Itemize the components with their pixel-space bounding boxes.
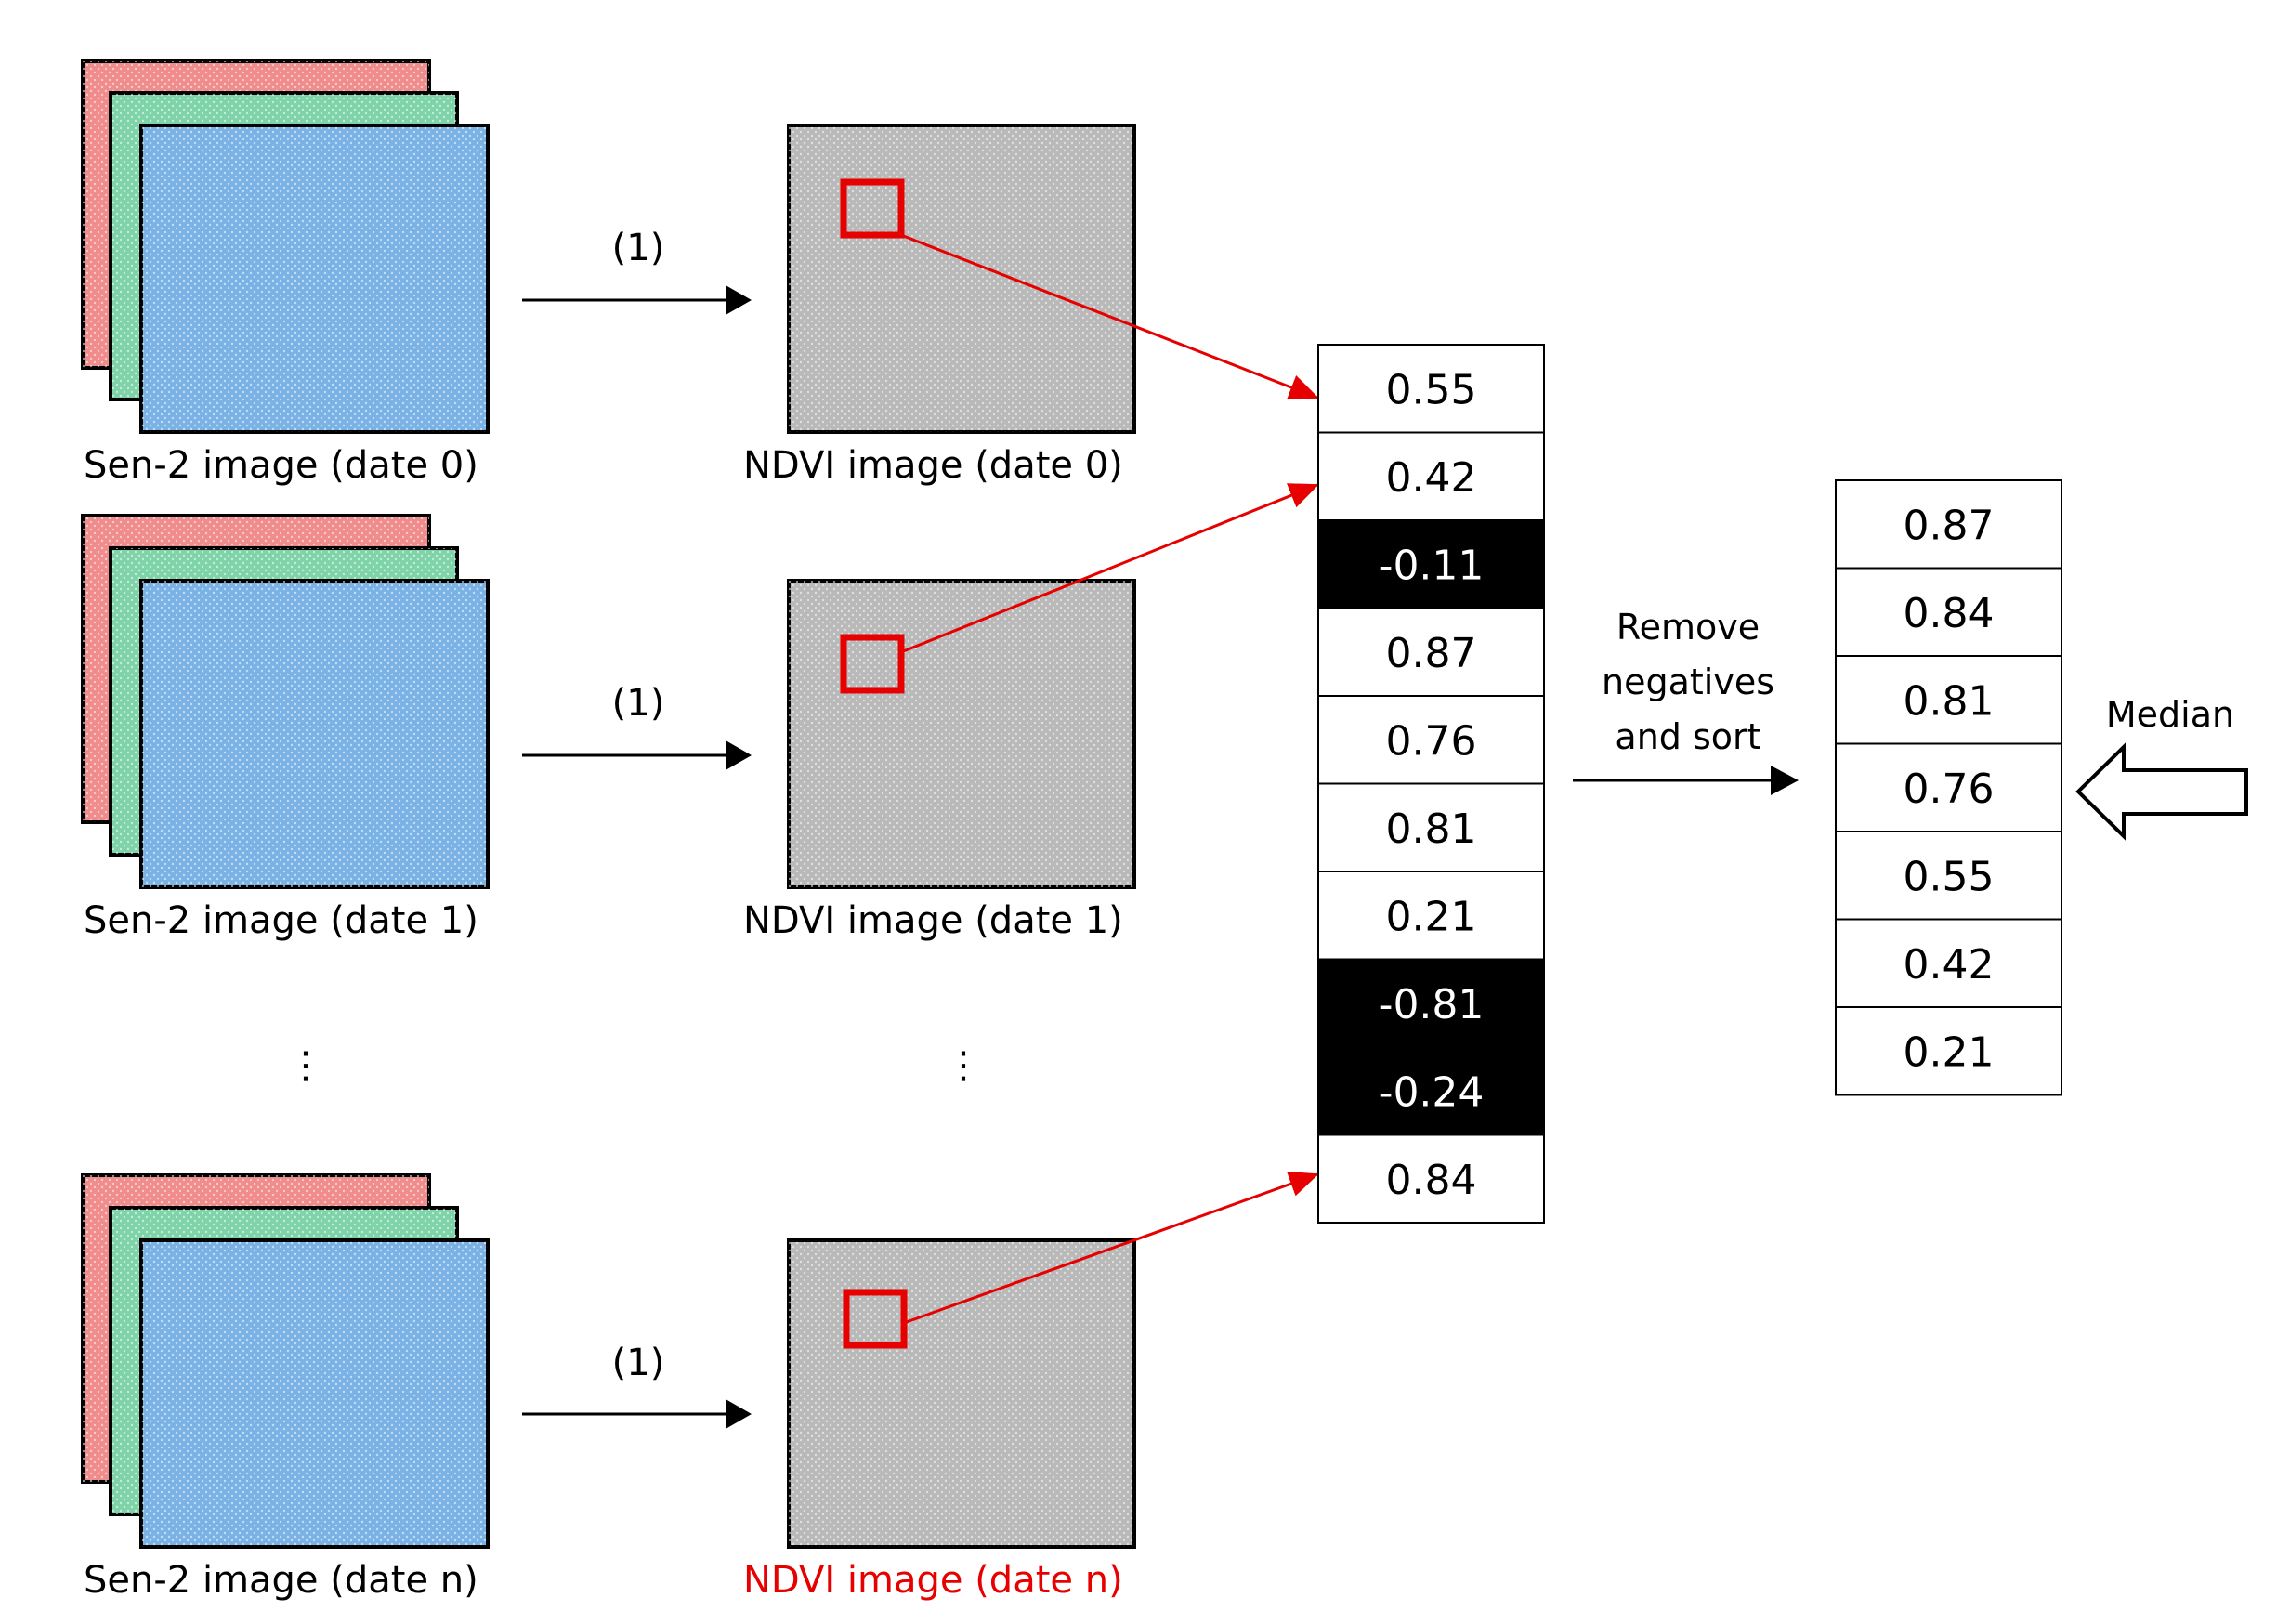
sorted-series-cell: 0.81 <box>1835 655 2062 745</box>
ellipsis-sen2: ⋮ <box>287 1044 324 1087</box>
pixel-arrow-date-n <box>903 1171 1319 1325</box>
pixel-series-cell: 0.87 <box>1317 607 1545 697</box>
pixel-series-value: 0.87 <box>1386 630 1477 677</box>
pixel-series-value: -0.81 <box>1379 981 1485 1028</box>
sorted-series-value: 0.42 <box>1904 941 1995 989</box>
sen2-label-date-n: Sen-2 image (date n) <box>84 1559 478 1602</box>
pixel-series-value: 0.81 <box>1386 805 1477 853</box>
median-label: Median <box>2106 694 2234 735</box>
process-arrow-date-n <box>522 1399 752 1429</box>
sorted-series-value: 0.55 <box>1904 853 1995 900</box>
sorted-series-value: 0.81 <box>1904 677 1995 725</box>
sorted-series-cell: 0.55 <box>1835 831 2062 921</box>
pixel-series-value: 0.84 <box>1386 1157 1477 1204</box>
sorted-series-cell: 0.87 <box>1835 479 2062 570</box>
sen2-label-date-1: Sen-2 image (date 1) <box>84 899 478 942</box>
sen2-stack-date-1 <box>81 514 490 889</box>
pixel-series-cell: -0.11 <box>1317 519 1545 609</box>
ellipsis-ndvi: ⋮ <box>945 1044 982 1087</box>
step-label-date-0: (1) <box>612 227 665 269</box>
pixel-series-cell: 0.81 <box>1317 782 1545 872</box>
transform-arrow <box>1573 766 1799 795</box>
ndvi-label-date-1: NDVI image (date 1) <box>743 899 1123 942</box>
pixel-highlight-date-n <box>843 1289 908 1349</box>
ndvi-image-date-n <box>787 1238 1136 1549</box>
sorted-series-cell: 0.76 <box>1835 742 2062 832</box>
sorted-series-cell: 0.42 <box>1835 918 2062 1008</box>
pixel-series-value: -0.11 <box>1379 542 1485 589</box>
median-arrow-icon <box>2075 742 2248 841</box>
pixel-value-column: 0.55 0.42 -0.11 0.87 0.76 0.81 0.21 -0.81 -0.24 0… <box>1317 344 1545 1224</box>
pixel-arrow-date-1 <box>900 483 1319 654</box>
pixel-series-cell: -0.81 <box>1317 958 1545 1048</box>
sorted-series-value: 0.76 <box>1904 766 1995 813</box>
sen2-stack-date-n <box>81 1173 490 1549</box>
process-arrow-date-1 <box>522 740 752 770</box>
pixel-series-value: -0.24 <box>1379 1068 1485 1116</box>
pixel-series-cell: -0.24 <box>1317 1046 1545 1136</box>
transform-label-line-2: negatives <box>1602 661 1774 702</box>
ndvi-image-date-1 <box>787 579 1136 889</box>
pixel-series-value: 0.76 <box>1386 717 1477 765</box>
sorted-series-cell: 0.21 <box>1835 1006 2062 1096</box>
pixel-series-value: 0.21 <box>1386 893 1477 940</box>
pixel-series-value: 0.55 <box>1386 366 1477 413</box>
ndvi-image-date-0 <box>787 124 1136 434</box>
pixel-series-cell: 0.42 <box>1317 431 1545 521</box>
transform-label-line-3: and sort <box>1615 716 1760 757</box>
pixel-series-cell: 0.76 <box>1317 695 1545 785</box>
pixel-series-cell: 0.55 <box>1317 344 1545 434</box>
sorted-series-value: 0.21 <box>1904 1028 1995 1076</box>
step-label-date-n: (1) <box>612 1342 665 1384</box>
pixel-series-cell: 0.84 <box>1317 1133 1545 1224</box>
sorted-series-cell: 0.84 <box>1835 567 2062 657</box>
pixel-highlight-date-0 <box>840 178 905 239</box>
pixel-arrow-date-0 <box>900 233 1319 400</box>
process-arrow-date-0 <box>522 285 752 315</box>
step-label-date-1: (1) <box>612 682 665 725</box>
sorted-series-value: 0.84 <box>1904 590 1995 637</box>
pixel-series-cell: 0.21 <box>1317 871 1545 961</box>
sorted-value-column: 0.87 0.84 0.81 0.76 0.55 0.42 0.21 <box>1835 479 2062 1096</box>
ndvi-label-date-n: NDVI image (date n) <box>743 1559 1123 1602</box>
ndvi-label-date-0: NDVI image (date 0) <box>743 444 1123 487</box>
transform-label-line-1: Remove <box>1616 607 1760 648</box>
sorted-series-value: 0.87 <box>1904 502 1995 549</box>
sen2-label-date-0: Sen-2 image (date 0) <box>84 444 478 487</box>
sen2-stack-date-0 <box>81 59 490 434</box>
pixel-highlight-date-1 <box>840 634 905 694</box>
pixel-series-value: 0.42 <box>1386 454 1477 502</box>
